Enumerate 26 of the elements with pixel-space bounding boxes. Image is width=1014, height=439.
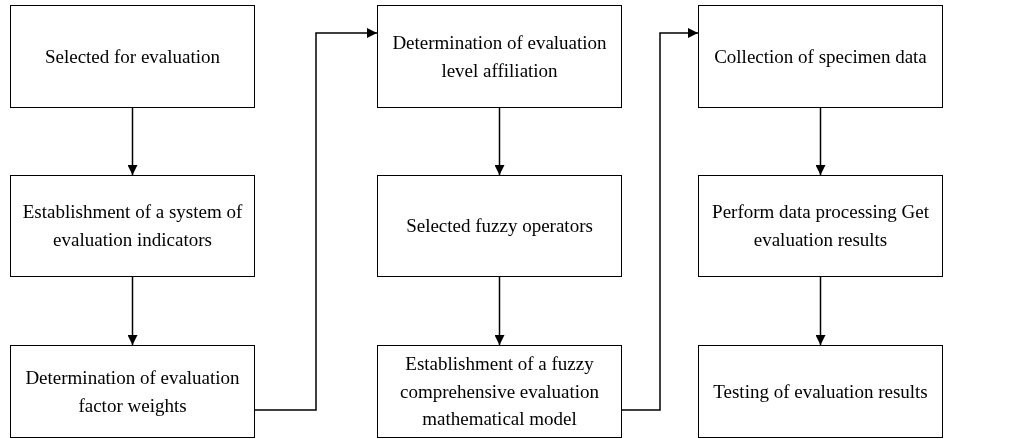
box-text: Determination of evaluation level affiliation bbox=[391, 30, 608, 83]
process-box bbox=[10, 345, 255, 438]
arrow bbox=[494, 276, 505, 346]
arrow bbox=[254, 28, 378, 411]
arrow bbox=[127, 276, 138, 346]
process-box bbox=[698, 345, 943, 438]
process-box bbox=[10, 175, 255, 277]
box-text: Establishment of a fuzzy comprehensive evaluation mathematical model bbox=[399, 352, 600, 432]
box-text: Perform data processing Get evaluation results bbox=[711, 200, 930, 252]
box-text: Testing of evaluation results bbox=[713, 379, 928, 404]
arrow bbox=[494, 107, 505, 176]
process-box bbox=[377, 345, 622, 438]
box-text: Collection of specimen data bbox=[714, 44, 927, 69]
process-box bbox=[698, 5, 943, 108]
box-text: Selected fuzzy operators bbox=[406, 214, 593, 239]
box-text: Selected for evaluation bbox=[44, 44, 221, 69]
process-box bbox=[698, 175, 943, 277]
arrow bbox=[621, 28, 699, 411]
process-box bbox=[10, 5, 255, 108]
arrow bbox=[815, 107, 826, 176]
box-text: Determination of evaluation factor weights bbox=[24, 365, 241, 418]
arrow bbox=[815, 276, 826, 346]
process-box bbox=[377, 175, 622, 277]
box-text: Establishment of a system of evaluation indicators bbox=[21, 200, 244, 252]
arrow bbox=[127, 107, 138, 176]
process-box bbox=[377, 5, 622, 108]
